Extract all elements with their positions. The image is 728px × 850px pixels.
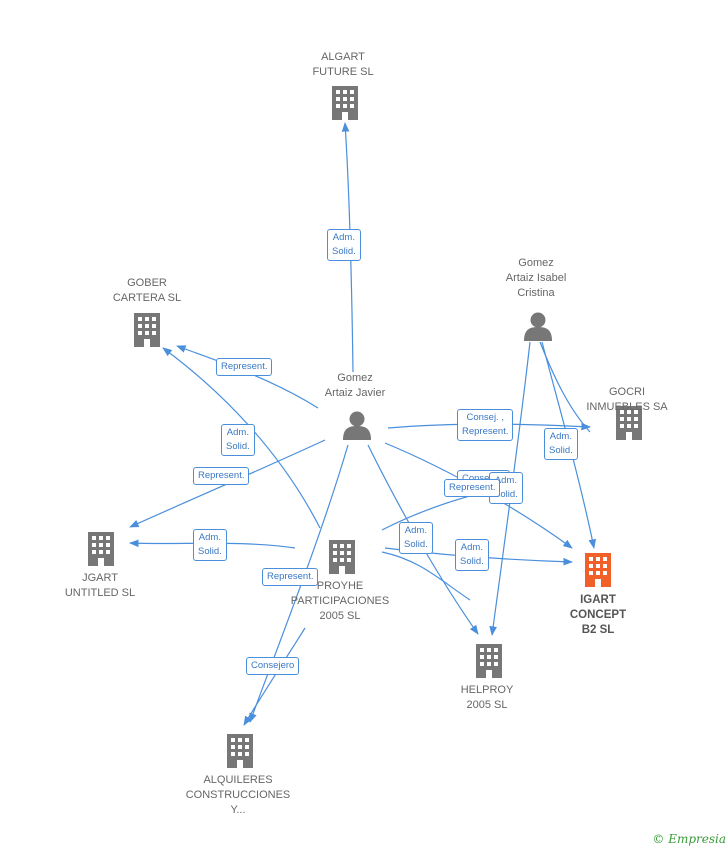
edge-proyhe-alquileres bbox=[243, 627, 306, 726]
node-label-gocri[interactable]: GOCRI INMUEBLES SA bbox=[586, 386, 668, 413]
igart-building-icon bbox=[585, 553, 611, 587]
empresia-watermark: © Empresia bbox=[652, 832, 726, 846]
node-label-helproy[interactable]: HELPROY 2005 SL bbox=[460, 684, 514, 711]
edge-label-adm-solid-helproy: Adm. Solid. bbox=[399, 522, 433, 554]
node-label-algart[interactable]: ALGART FUTURE SL bbox=[312, 51, 374, 78]
javier-person-icon bbox=[343, 411, 371, 440]
edge-label-adm-solid-gober: Adm. Solid. bbox=[221, 424, 255, 456]
node-label-proyhe[interactable]: PROYHE PARTICIPACIONES 2005 SL bbox=[290, 580, 390, 622]
node-label-alquileres[interactable]: ALQUILERES CONSTRUCCIONES Y... bbox=[185, 774, 291, 816]
edge-label-consejero-alquileres: Consejero bbox=[246, 657, 300, 675]
gober-building-icon bbox=[134, 313, 160, 347]
node-label-gober[interactable]: GOBER CARTERA SL bbox=[112, 277, 182, 304]
edge-javier-gober bbox=[176, 345, 319, 409]
edge-label-adm-solid-igart: Adm. Solid. bbox=[455, 539, 489, 571]
edge-label-adm-solid-algart: Adm. Solid. bbox=[327, 229, 361, 261]
isabel-person-icon bbox=[524, 312, 552, 341]
alquileres-building-icon bbox=[227, 734, 253, 768]
node-label-isabel[interactable]: Gomez Artaiz Isabel Cristina bbox=[505, 257, 567, 299]
algart-building-icon bbox=[332, 86, 358, 120]
proyhe-building-icon bbox=[329, 540, 355, 574]
node-label-javier[interactable]: Gomez Artaiz Javier bbox=[324, 372, 386, 399]
edge-label-adm-solid-jgart: Adm. Solid. bbox=[193, 529, 227, 561]
helproy-building-icon bbox=[476, 644, 502, 678]
copyright-icon: © bbox=[652, 832, 665, 846]
edge-proyhe-helproy bbox=[381, 551, 471, 601]
empresia-logo-text: Empresia bbox=[668, 832, 726, 846]
edge-label-represent-alquileres: Represent. bbox=[262, 568, 319, 586]
edge-label-represent-gober: Represent. bbox=[216, 358, 273, 376]
edge-javier-alquileres bbox=[249, 444, 349, 723]
edge-label-represent-igart: Represent. bbox=[444, 479, 501, 497]
node-label-igart[interactable]: IGART CONCEPT B2 SL bbox=[569, 594, 627, 636]
node-label-jgart[interactable]: JGART UNTITLED SL bbox=[64, 572, 136, 599]
edge-label-represent-jgart: Represent. bbox=[193, 467, 250, 485]
jgart-building-icon bbox=[88, 532, 114, 566]
edge-label-adm-solid-gocri: Adm. Solid. bbox=[544, 428, 578, 460]
edge-label-consej-represent-gocri: Consej. , Represent. bbox=[457, 409, 514, 441]
